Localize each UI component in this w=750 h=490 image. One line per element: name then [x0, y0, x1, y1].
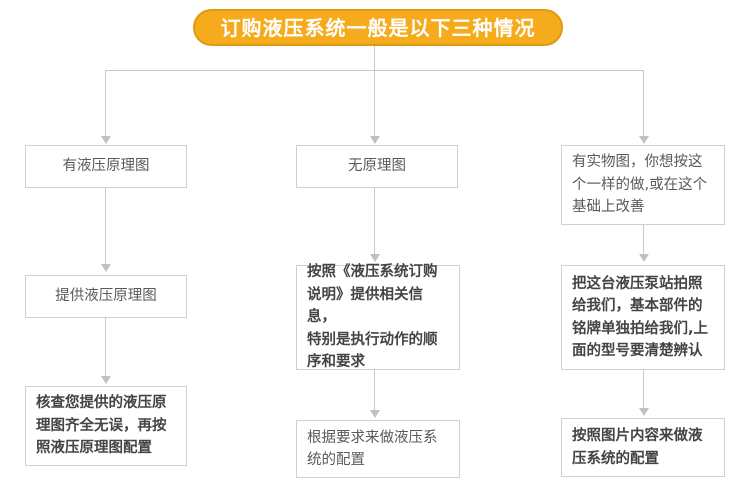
connector-branch-1-drop	[105, 70, 106, 138]
flow-node-text: 根据要求来做液压系 统的配置	[307, 429, 438, 468]
flow-node-branch-3-step-1[interactable]: 有实物图，你想按这 个一样的做,或在这个 基础上改善	[561, 145, 725, 225]
flow-node-text: 核查您提供的液压原 理图齐全无误，再按 照液压原理图配置	[36, 395, 167, 457]
arrowhead-branch-1-step-2	[101, 264, 111, 272]
connector-root-stem	[374, 46, 375, 71]
flow-node-text: 按照《液压系统订购 说明》提供相关信息， 特别是执行动作的顺 序和要求	[307, 264, 438, 371]
flow-node-branch-3-step-2[interactable]: 把这台液压泵站拍照 给我们，基本部件的 铭牌单独拍给我们,上 面的型号要清楚辨认	[561, 265, 725, 370]
connector-branch-3-step-1-to-2	[643, 225, 644, 256]
connector-branch-2-step-1-to-2	[374, 188, 375, 256]
arrowhead-branch-2-step-2	[370, 254, 380, 262]
connector-branch-1-step-2-to-3	[105, 318, 106, 378]
flow-node-text: 提供液压原理图	[55, 288, 157, 305]
arrowhead-branch-3-step-3	[639, 408, 649, 416]
arrowhead-branch-2-step-3	[370, 410, 380, 418]
connector-branch-2-step-2-to-3	[374, 370, 375, 412]
flow-node-branch-1-step-3[interactable]: 核查您提供的液压原 理图齐全无误，再按 照液压原理图配置	[25, 386, 187, 466]
flow-node-text: 无原理图	[348, 158, 406, 175]
flow-node-text: 把这台液压泵站拍照 给我们，基本部件的 铭牌单独拍给我们,上 面的型号要清楚辨认	[572, 275, 709, 359]
connector-branch-3-drop	[643, 70, 644, 138]
arrowhead-branch-3-drop	[639, 136, 649, 144]
connector-branch-3-step-2-to-3	[643, 370, 644, 410]
flow-node-text: 有液压原理图	[62, 158, 150, 175]
flow-node-branch-1-step-2[interactable]: 提供液压原理图	[25, 275, 187, 318]
flow-node-branch-2-step-3[interactable]: 根据要求来做液压系 统的配置	[296, 420, 460, 478]
arrowhead-branch-1-step-3	[101, 376, 111, 384]
arrowhead-branch-2-drop	[370, 136, 380, 144]
flow-node-branch-3-step-3[interactable]: 按照图片内容来做液 压系统的配置	[561, 418, 725, 477]
arrowhead-branch-1-drop	[101, 136, 111, 144]
flow-node-branch-1-step-1[interactable]: 有液压原理图	[25, 145, 187, 188]
flowchart-title-text: 订购液压系统一般是以下三种情况	[220, 15, 536, 40]
flow-node-text: 有实物图，你想按这 个一样的做,或在这个 基础上改善	[572, 154, 708, 216]
flow-node-text: 按照图片内容来做液 压系统的配置	[572, 428, 703, 467]
connector-branch-1-step-1-to-2	[105, 188, 106, 266]
flow-node-branch-2-step-2[interactable]: 按照《液压系统订购 说明》提供相关信息， 特别是执行动作的顺 序和要求	[296, 264, 460, 370]
arrowhead-branch-3-step-2	[639, 254, 649, 262]
flow-node-branch-2-step-1[interactable]: 无原理图	[296, 145, 458, 188]
flowchart-title-banner: 订购液压系统一般是以下三种情况	[193, 9, 563, 46]
connector-branch-2-drop	[374, 70, 375, 138]
